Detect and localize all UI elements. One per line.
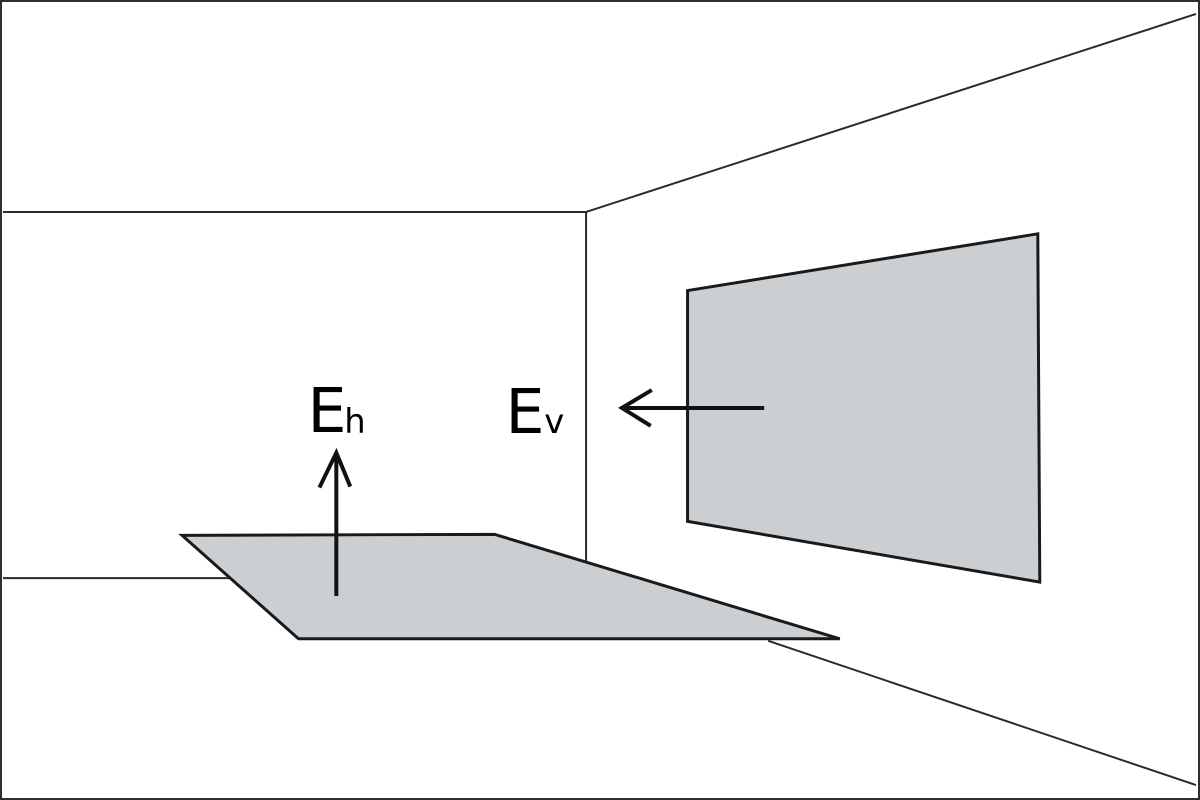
ceiling-edge-right-wall [585, 12, 1197, 213]
vertical-illuminance-subscript: v [544, 402, 564, 441]
floor-edge-right-wall [767, 639, 1197, 787]
horizontal-illuminance-subscript: h [344, 402, 365, 441]
horizontal-illuminance-label: E h [307, 375, 365, 447]
horizontal-floor-plane [178, 532, 841, 641]
vertical-illuminance-label: E v [505, 376, 564, 448]
vertical-illuminance-symbol: E [505, 376, 544, 448]
vertical-wall-plane [686, 232, 1042, 584]
horizontal-illuminance-symbol: E [307, 375, 346, 447]
left-arrow-icon [618, 388, 765, 428]
up-arrow-icon [317, 447, 353, 597]
